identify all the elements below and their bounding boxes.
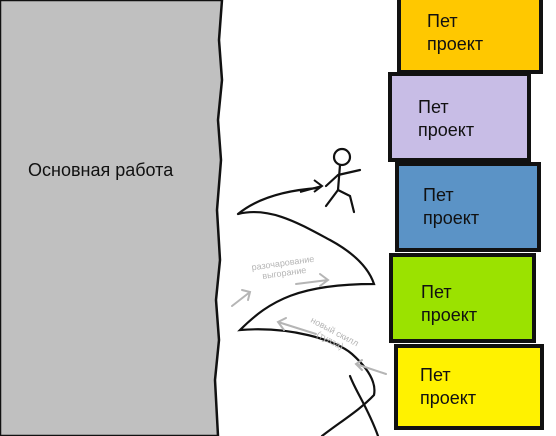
pet-project-2-line1: Пет	[418, 97, 449, 117]
pet-project-block-3: Пет проект	[395, 162, 541, 252]
pet-project-block-2: Пет проект	[388, 72, 531, 162]
pet-project-block-4: Пет проект	[389, 253, 536, 343]
pet-project-3-line1: Пет	[423, 185, 454, 205]
gray-arrows	[231, 273, 387, 375]
pet-project-4-line2: проект	[421, 305, 478, 325]
main-work-label: Основная работа	[28, 160, 174, 180]
pet-project-1-line2: проект	[427, 34, 484, 54]
main-work-region	[0, 0, 224, 436]
pet-project-5-line2: проект	[420, 388, 477, 408]
pet-project-3-line2: проект	[423, 208, 480, 228]
pet-project-block-5: Пет проект	[394, 344, 544, 430]
career-path-inner	[348, 374, 380, 436]
progress-arrow	[299, 179, 324, 193]
stick-figure	[324, 147, 362, 214]
pet-project-4-line1: Пет	[421, 282, 452, 302]
pet-project-5-line1: Пет	[420, 365, 451, 385]
career-path-outer	[236, 186, 376, 436]
pet-project-2-line2: проект	[418, 120, 475, 140]
pet-project-1-line1: Пет	[427, 11, 458, 31]
pet-project-block-1: Пет проект	[397, 0, 543, 74]
